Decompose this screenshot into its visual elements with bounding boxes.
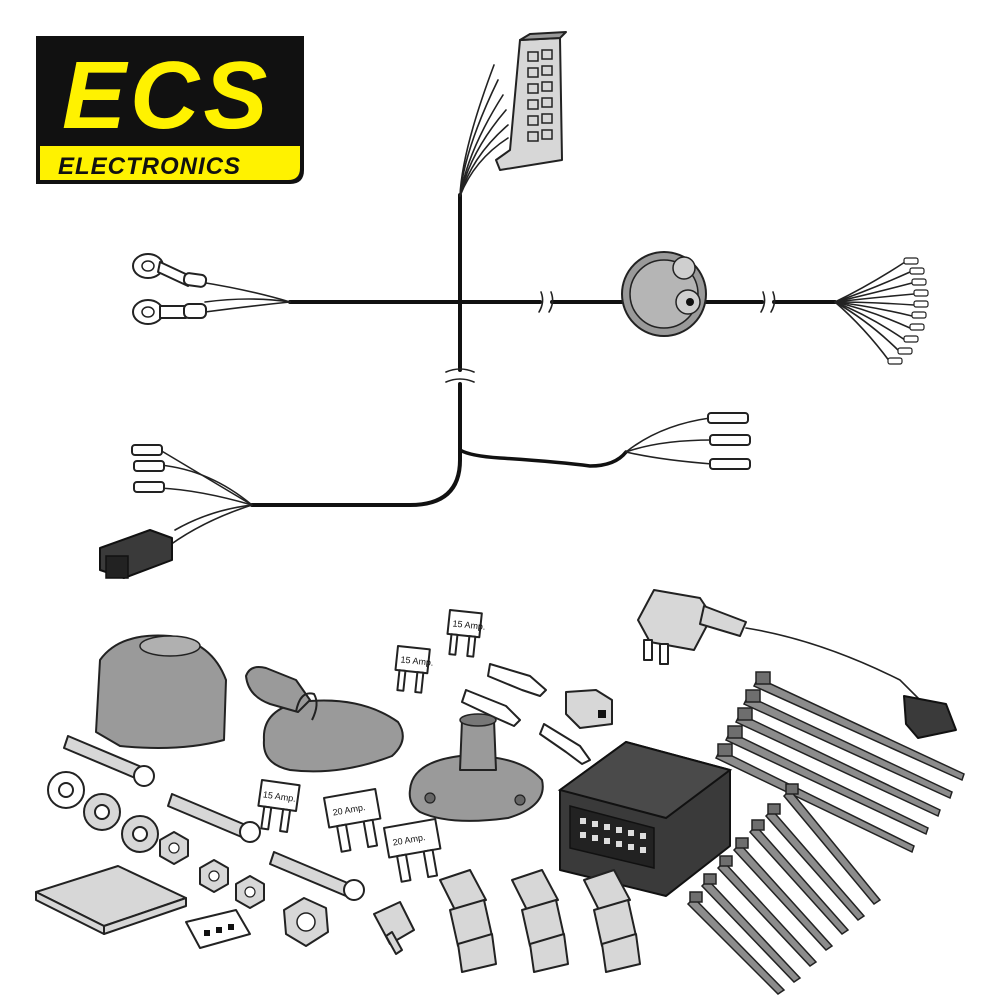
fuse-15a-middle: 15 Amp. xyxy=(394,645,434,694)
fuse-label: 15 Amp. xyxy=(262,789,296,803)
right-wire-terminals xyxy=(887,257,929,365)
fuse-label: 15 Amp. xyxy=(400,654,434,667)
towbar-socket xyxy=(95,634,227,749)
fuse-20a-a: 20 Amp. xyxy=(323,787,382,853)
fuse-label: 15 Amp. xyxy=(452,618,486,631)
ecs-logo: ECS ELECTRONICS xyxy=(36,36,304,184)
fuse-20a-b: 20 Amp. xyxy=(383,817,442,883)
fuses: 15 Amp. 15 Amp. 15 Amp. 20 Amp. 20 Amp. xyxy=(257,609,486,883)
logo-main-text: ECS xyxy=(62,42,271,149)
small-connector xyxy=(185,909,251,949)
logo-sub-text: ELECTRONICS xyxy=(58,153,241,180)
scotchlok-connectors xyxy=(439,869,641,973)
ring-terminals xyxy=(132,253,208,325)
lower-right-terminals xyxy=(707,412,751,470)
washers xyxy=(47,771,159,853)
mounting-bolts xyxy=(63,735,415,955)
fuse-15a-top: 15 Amp. xyxy=(446,609,486,658)
fuse-15a-lower: 15 Amp. xyxy=(257,779,301,833)
rubber-grommet xyxy=(621,251,707,337)
uk-plug-adapter xyxy=(637,589,957,739)
wiring-harness xyxy=(159,64,915,546)
crimp-terminals xyxy=(461,663,613,765)
bypass-relay-module xyxy=(557,740,733,897)
nuts xyxy=(159,831,329,947)
lower-left-terminals xyxy=(99,444,173,579)
right-wire-fan xyxy=(834,261,915,363)
instruction-sheet xyxy=(35,865,187,935)
vehicle-connector-plug xyxy=(495,31,567,171)
mounting-bracket xyxy=(408,713,544,822)
cable-ties xyxy=(686,671,965,995)
socket-gasket xyxy=(245,666,404,773)
